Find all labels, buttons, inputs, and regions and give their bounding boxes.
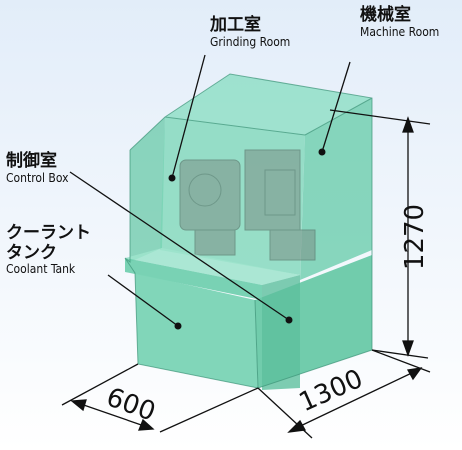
coolant-tank-jp1: クーラント — [6, 223, 91, 243]
height-dimension: 1270 — [400, 203, 431, 271]
machine-leader — [321, 61, 351, 153]
tray-top — [125, 248, 300, 285]
machine-room-en: Machine Room — [360, 24, 440, 39]
grinding-room-jp: 加工室 — [210, 15, 261, 35]
control-box-jp: 制御室 — [6, 151, 57, 171]
grinding-room-en: Grinding Room — [210, 34, 291, 49]
width-dim-line — [74, 401, 151, 429]
enclosure-front — [300, 98, 372, 280]
control-leader — [69, 171, 290, 321]
enclosure-left-upper — [130, 117, 165, 262]
coolant-tank-en: Coolant Tank — [6, 262, 76, 277]
enclosure-top — [165, 74, 372, 135]
tray-front — [125, 258, 262, 300]
control-box-side — [262, 275, 300, 390]
control-box-label: 制御室 Control Box — [6, 151, 69, 185]
coolant-leader — [107, 274, 179, 327]
coolant-tank-label: クーラント タンク Coolant Tank — [6, 223, 91, 277]
cabinet-left — [135, 273, 258, 388]
machine-room-jp: 機械室 — [360, 5, 411, 25]
control-box-en: Control Box — [6, 170, 69, 185]
machinery — [179, 149, 316, 261]
length-dim-line — [291, 369, 419, 431]
coolant-tank-jp2: タンク — [6, 242, 57, 263]
machine-room-label: 機械室 Machine Room — [360, 5, 440, 39]
grinding-leader — [171, 54, 206, 179]
grinding-room-label: 加工室 Grinding Room — [210, 15, 291, 49]
